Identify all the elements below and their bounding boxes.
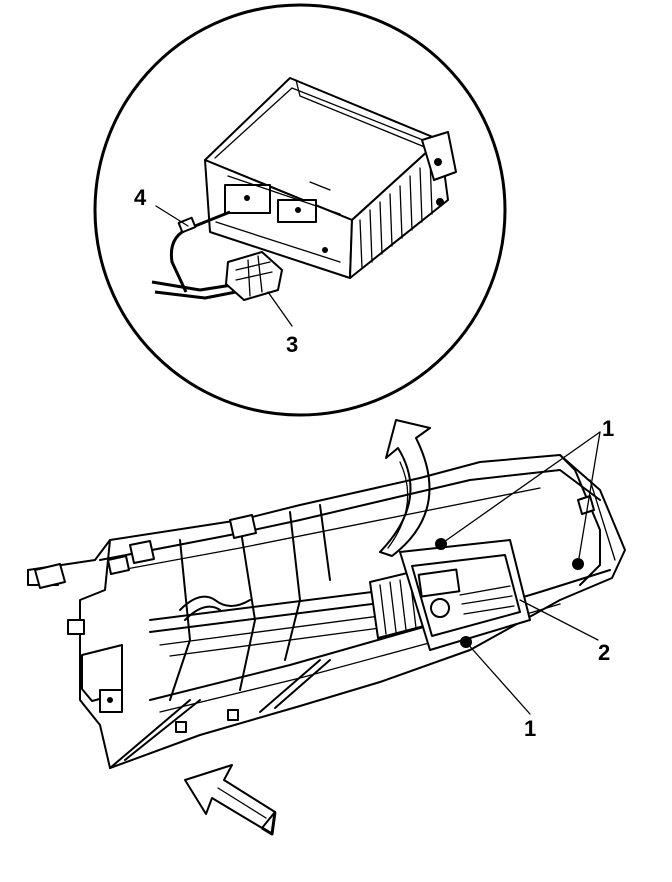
leader-1-a (440, 431, 601, 545)
view-direction-arrow (184, 764, 277, 836)
leader-2 (519, 599, 599, 641)
leader-3 (267, 291, 293, 327)
leader-4 (155, 205, 189, 227)
leader-1-b (577, 431, 601, 565)
callout-4: 4 (134, 185, 147, 210)
callout-3: 3 (286, 332, 298, 357)
detail-view: 4 3 (93, 3, 507, 417)
main-radio-module (399, 539, 531, 651)
callout-1-top: 1 (602, 416, 614, 441)
detail-module (204, 77, 457, 279)
detail-antenna-cable (169, 210, 231, 293)
leader-1-c (465, 641, 531, 715)
zoom-arrow (379, 419, 431, 557)
main-assembly: 1 1 2 (27, 416, 626, 769)
callout-2: 2 (598, 640, 610, 665)
detail-connector (151, 251, 283, 301)
callout-1-bottom: 1 (524, 716, 536, 741)
